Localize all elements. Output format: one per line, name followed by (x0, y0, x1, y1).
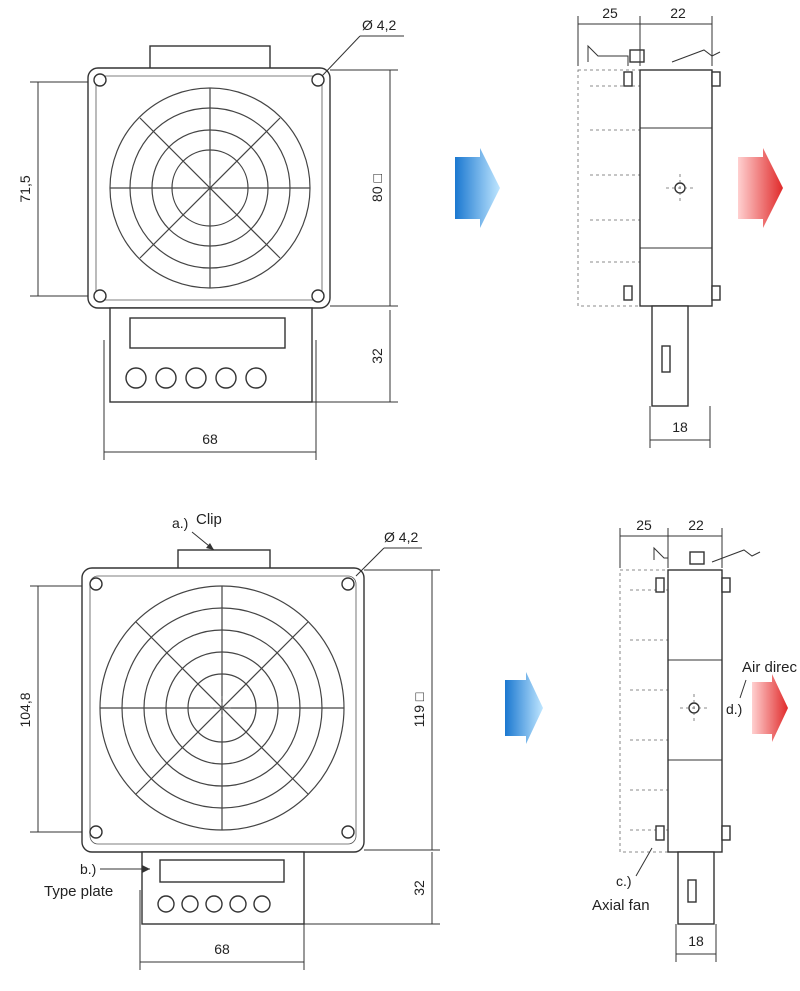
bottom-side-view: 25 22 18 Air direc d.) c.) Axial fan (592, 517, 798, 962)
top-screw-br (311, 289, 325, 303)
bottom-air-letter: d.) (726, 701, 742, 717)
top-side-view: 25 22 18 (577, 5, 721, 448)
bottom-type-letter: b.) (80, 861, 96, 877)
top-clip (149, 45, 271, 71)
top-screw-tr (311, 73, 325, 87)
bottom-screw-tr (341, 577, 355, 591)
bottom-screw-br (341, 825, 355, 839)
top-type-plate (129, 317, 286, 349)
top-side-dim-left: 25 (602, 5, 618, 21)
top-fan-grill (109, 87, 311, 289)
bottom-dim-height-outer: 119 □ (411, 692, 427, 727)
top-front-view: 71,5 80 □ 32 68 Ø 4,2 (17, 17, 404, 460)
top-screw-tl (93, 73, 107, 87)
top-dim-height-outer: 80 □ (369, 173, 385, 201)
bottom-screw-bl (89, 825, 103, 839)
bottom-outflow-arrow (752, 674, 788, 742)
bottom-clip (177, 549, 271, 571)
bottom-clip-letter: a.) (172, 515, 188, 531)
bottom-clip-label: Clip (196, 511, 222, 528)
bottom-inflow-arrow (505, 672, 543, 744)
top-dim-width: 68 (202, 431, 218, 447)
top-side-dim-bottom: 18 (672, 419, 688, 435)
bottom-dim-bottom: 32 (411, 880, 427, 896)
bottom-side-dim-bottom: 18 (688, 933, 704, 949)
top-outflow-arrow (738, 148, 783, 228)
bottom-fan-letter: c.) (616, 873, 632, 889)
bottom-type-plate (159, 859, 285, 883)
bottom-dim-hole: Ø 4,2 (384, 529, 418, 545)
bottom-air-label: Air direc (742, 659, 798, 676)
bottom-side-dim-right: 22 (688, 517, 704, 533)
bottom-front-view: a.) Clip (17, 511, 440, 970)
bottom-fan-grill (99, 585, 345, 831)
bottom-dim-height-inner: 104,8 (17, 692, 33, 727)
bottom-side-dim-left: 25 (636, 517, 652, 533)
top-dim-bottom: 32 (369, 348, 385, 364)
top-dim-height-inner: 71,5 (17, 175, 33, 202)
bottom-type-label: Type plate (44, 883, 113, 900)
top-side-terminal (651, 305, 689, 407)
bottom-screw-tl (89, 577, 103, 591)
top-dim-hole: Ø 4,2 (362, 17, 396, 33)
bottom-fan-label: Axial fan (592, 897, 650, 914)
top-side-dim-right: 22 (670, 5, 686, 21)
top-inflow-arrow (455, 148, 500, 228)
bottom-dim-width: 68 (214, 941, 230, 957)
top-screw-bl (93, 289, 107, 303)
